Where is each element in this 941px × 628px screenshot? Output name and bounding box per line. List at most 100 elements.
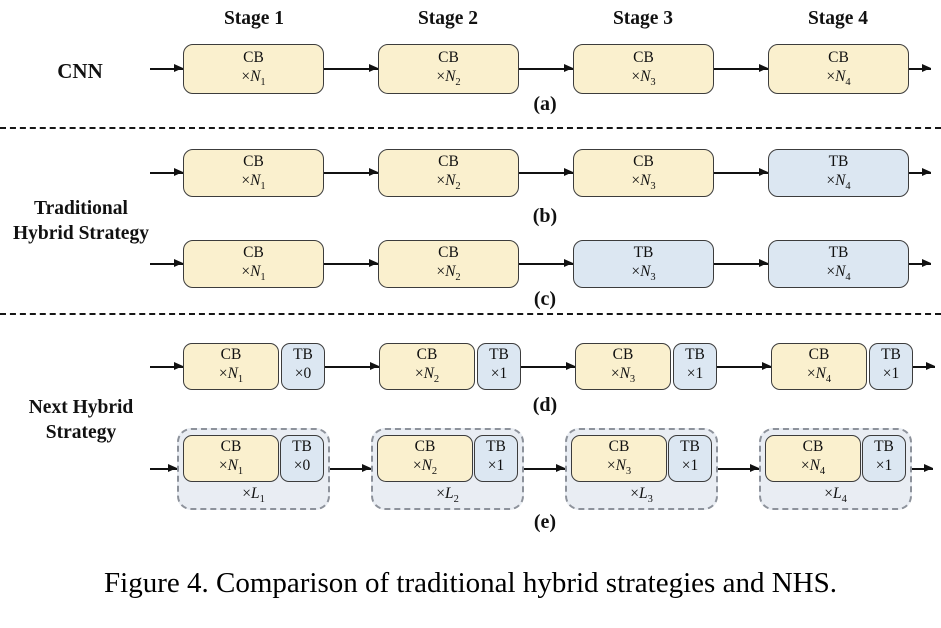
count-sub: 3: [650, 271, 656, 283]
block-name: TB: [680, 438, 700, 456]
stage-2-header: Stage 2: [417, 8, 479, 29]
cb-block: CB ×N2: [377, 435, 473, 482]
count-times: ×: [631, 262, 641, 280]
count-var: N: [250, 67, 261, 85]
separator-line-bottom: [0, 313, 941, 315]
subfigure-a-tag: (a): [533, 93, 557, 115]
cb-tb-pair: CB ×N4 TB ×1: [771, 343, 913, 390]
block-count: ×N1: [241, 172, 265, 194]
count-times: ×: [631, 67, 641, 85]
block-name: CB: [633, 152, 654, 170]
cb-block: CB ×N2: [379, 343, 475, 390]
block-count: ×N3: [631, 68, 655, 90]
count-times: ×: [436, 262, 446, 280]
figure-caption: Figure 4. Comparison of traditional hybr…: [104, 567, 837, 599]
subfigure-b-tag: (b): [532, 205, 558, 227]
arrow-right-icon: [150, 259, 183, 267]
row-b-hybrid: CB ×N1 CB ×N2 CB ×N3 TB ×N4: [150, 149, 931, 197]
count-var: N: [835, 171, 846, 189]
block-count: ×N3: [607, 457, 631, 479]
cb-block: CB ×N2: [378, 240, 519, 288]
arrow-right-icon: [324, 64, 378, 72]
block-name: CB: [243, 152, 264, 170]
count-literal: 1: [690, 457, 699, 474]
count-times: ×: [824, 485, 833, 502]
arrow-right-icon: [909, 168, 931, 176]
cb-block: CB ×N4: [771, 343, 867, 390]
block-name: CB: [828, 48, 849, 66]
stage-4-header: Stage 4: [807, 8, 869, 29]
row-e-nhs-grouped: CB ×N1 TB ×0 ×L1 CB ×N2 TB ×1: [150, 428, 933, 510]
arrow-right-icon: [714, 64, 768, 72]
count-times: ×: [826, 262, 836, 280]
block-count: ×1: [488, 457, 505, 479]
arrow-right-icon: [150, 168, 183, 176]
block-name: TB: [293, 346, 313, 364]
count-var: N: [815, 365, 826, 382]
count-literal: 0: [302, 457, 311, 474]
count-times: ×: [218, 457, 228, 474]
arrow-right-icon: [913, 361, 935, 370]
arrow-right-icon: [330, 464, 371, 472]
count-sub: 4: [845, 76, 851, 88]
stage-3-header: Stage 3: [612, 8, 674, 29]
count-times: ×: [630, 485, 639, 502]
tb-block: TB ×1: [862, 435, 906, 482]
count-var: N: [809, 457, 820, 474]
count-times: ×: [241, 262, 251, 280]
arrow-right-icon: [717, 361, 771, 370]
cb-tb-pair: CB ×N3 TB ×1: [575, 343, 717, 390]
count-times: ×: [293, 457, 303, 474]
group-repeat-count: ×L1: [242, 485, 265, 505]
count-times: ×: [610, 365, 620, 382]
count-var: N: [640, 171, 651, 189]
count-sub: 4: [845, 180, 851, 192]
count-sub: 3: [625, 466, 632, 478]
block-count: ×N2: [436, 172, 460, 194]
tb-block: TB ×N3: [573, 240, 714, 288]
count-times: ×: [800, 457, 810, 474]
block-name: CB: [414, 438, 436, 456]
block-name: CB: [612, 346, 634, 364]
tb-block: TB ×1: [477, 343, 521, 390]
arrow-right-icon: [912, 464, 933, 472]
block-name: CB: [802, 438, 824, 456]
count-literal: 1: [496, 457, 505, 474]
count-var: N: [423, 365, 434, 382]
arrow-right-icon: [714, 259, 768, 267]
block-name: TB: [633, 243, 654, 261]
count-var: N: [445, 262, 456, 280]
block-name: CB: [633, 48, 654, 66]
cb-block: CB ×N3: [573, 44, 714, 94]
count-times: ×: [875, 457, 885, 474]
block-count: ×N4: [826, 172, 850, 194]
cb-block: CB ×N3: [571, 435, 667, 482]
block-count: ×N4: [826, 263, 850, 285]
count-times: ×: [686, 365, 696, 382]
count-times: ×: [882, 365, 892, 382]
count-sub: 2: [431, 466, 438, 478]
cb-tb-pair: CB ×N4 TB ×1: [765, 435, 906, 482]
tb-block: TB ×1: [869, 343, 913, 390]
block-count: ×N3: [611, 365, 635, 387]
count-times: ×: [806, 365, 816, 382]
tb-block: TB ×1: [668, 435, 712, 482]
stage-group: CB ×N1 TB ×0 ×L1: [177, 428, 330, 510]
count-var: N: [640, 67, 651, 85]
count-sub: 4: [841, 494, 847, 506]
block-count: ×N2: [436, 68, 460, 90]
count-sub: 3: [650, 180, 656, 192]
count-var: N: [227, 365, 238, 382]
count-sub: 4: [845, 271, 851, 283]
arrow-right-icon: [714, 168, 768, 176]
block-count: ×N1: [241, 68, 265, 90]
count-sub: 2: [455, 180, 461, 192]
count-var: N: [835, 262, 846, 280]
row-d-nhs: CB ×N1 TB ×0 CB ×N2 TB ×1 CB ×N3: [150, 343, 935, 390]
subfigure-d-tag: (d): [532, 394, 558, 416]
row-c-hybrid: CB ×N1 CB ×N2 TB ×N3 TB ×N4: [150, 240, 931, 288]
count-times: ×: [241, 67, 251, 85]
arrow-right-icon: [150, 464, 177, 472]
count-times: ×: [294, 365, 304, 382]
arrow-right-icon: [909, 259, 931, 267]
